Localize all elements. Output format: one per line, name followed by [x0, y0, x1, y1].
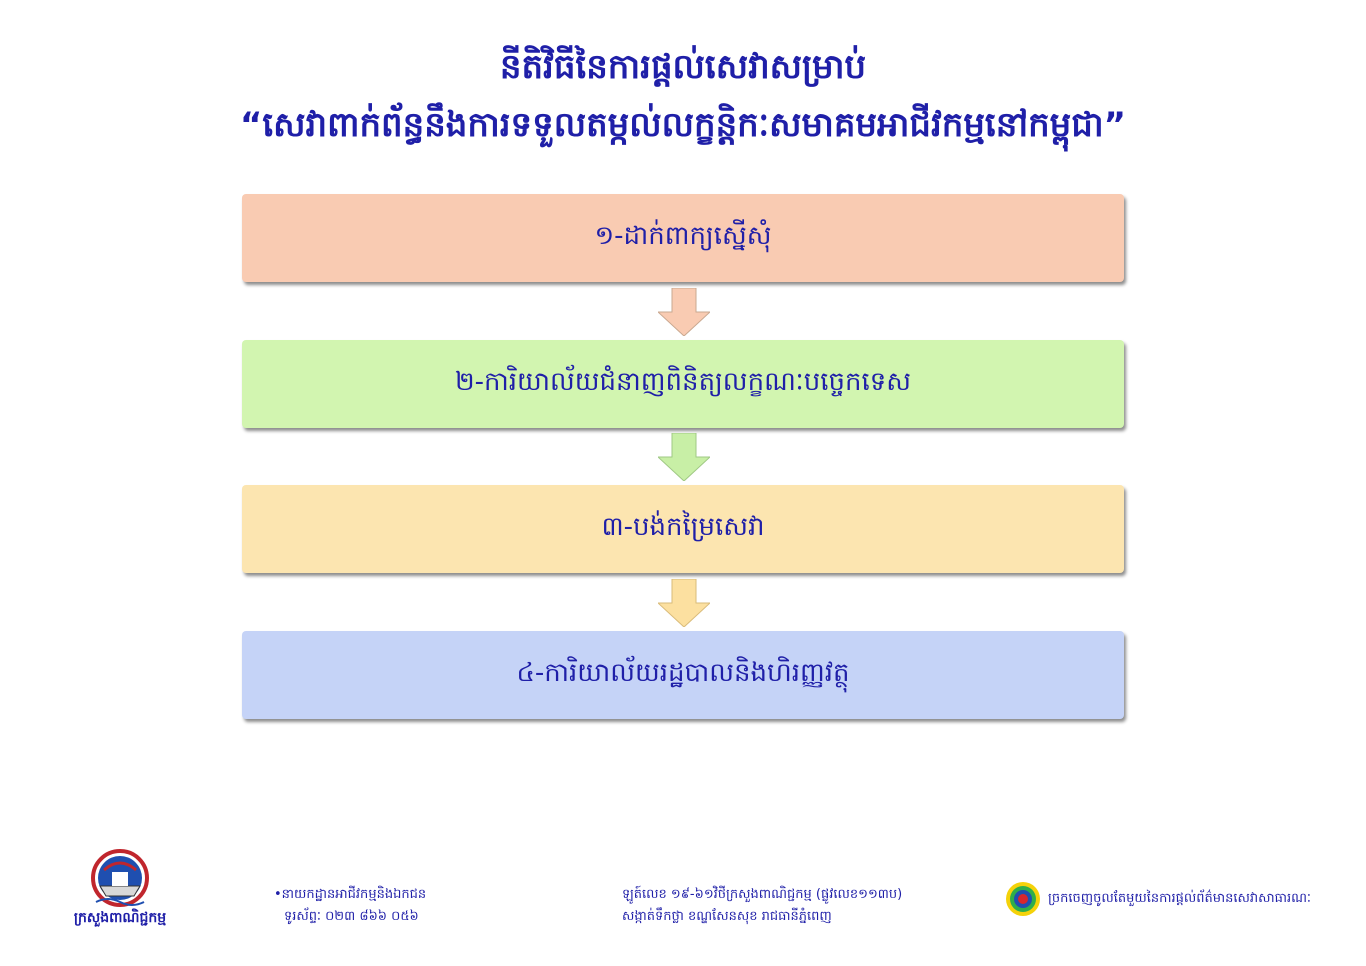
arrow-shape — [658, 433, 710, 481]
title-line-2: “សេវាពាក់ព័ន្ធនឹងការទទួលតម្កល់លក្ខន្តិកៈ… — [240, 105, 1126, 145]
step-label: ២-ការិយាល័យជំនាញពិនិត្យលក្ខណៈបច្ចេកទេស — [454, 367, 912, 397]
portal-logo-icon — [1006, 882, 1040, 916]
department-info: •នាយកដ្ឋានអាជីវកម្មនិងឯកជន ទូរស័ព្ទៈ ០២៣… — [274, 884, 426, 928]
step-box-technical-review: ២-ការិយាល័យជំនាញពិនិត្យលក្ខណៈបច្ចេកទេស — [242, 340, 1124, 428]
address-line-1: ឡូត៍លេខ ១៩-៦១វិថីក្រសួងពាណិជ្ជកម្ម (ផ្លូ… — [622, 887, 903, 902]
step-box-pay-fee: ៣-បង់កម្រៃសេវា — [242, 485, 1124, 573]
title-line-1: នីតិវិធីនៃការផ្តល់សេវាសម្រាប់ — [499, 47, 867, 87]
address-line-2: សង្កាត់ទឹកថ្លា ខណ្ឌសែនសុខ រាជធានីភ្នំពេញ — [622, 909, 832, 924]
portal-text: ច្រកចេញចូលតែមួយនៃការផ្តល់ព័ត៌មានសេវាសាធា… — [1048, 891, 1312, 906]
down-arrow-icon — [658, 433, 710, 481]
page-title: នីតិវិធីនៃការផ្តល់សេវាសម្រាប់ “សេវាពាក់ព… — [0, 38, 1366, 154]
down-arrow-icon — [658, 288, 710, 336]
step-label: ១-ដាក់ពាក្យស្នើសុំ — [594, 221, 772, 251]
arrow-shape — [658, 579, 710, 627]
arrow-shape — [658, 288, 710, 336]
step-box-apply: ១-ដាក់ពាក្យស្នើសុំ — [242, 194, 1124, 282]
phone-line: ទូរស័ព្ទៈ ០២៣ ៨៦៦ ០៥៦ — [284, 909, 419, 924]
ministry-logo-icon — [91, 849, 149, 907]
ministry-name: ក្រសួងពាណិជ្ជកម្ម — [73, 910, 167, 926]
address-info: ឡូត៍លេខ ១៩-៦១វិថីក្រសួងពាណិជ្ជកម្ម (ផ្លូ… — [622, 884, 902, 928]
step-label: ៤-ការិយាល័យរដ្ឋបាលនិងហិរញ្ញវត្ថុ — [516, 658, 850, 688]
step-label: ៣-បង់កម្រៃសេវា — [601, 512, 765, 542]
down-arrow-icon — [658, 579, 710, 627]
step-box-admin-finance: ៤-ការិយាល័យរដ្ឋបាលនិងហិរញ្ញវត្ថុ — [242, 631, 1124, 719]
department-line: •នាយកដ្ឋានអាជីវកម្មនិងឯកជន — [274, 887, 427, 902]
